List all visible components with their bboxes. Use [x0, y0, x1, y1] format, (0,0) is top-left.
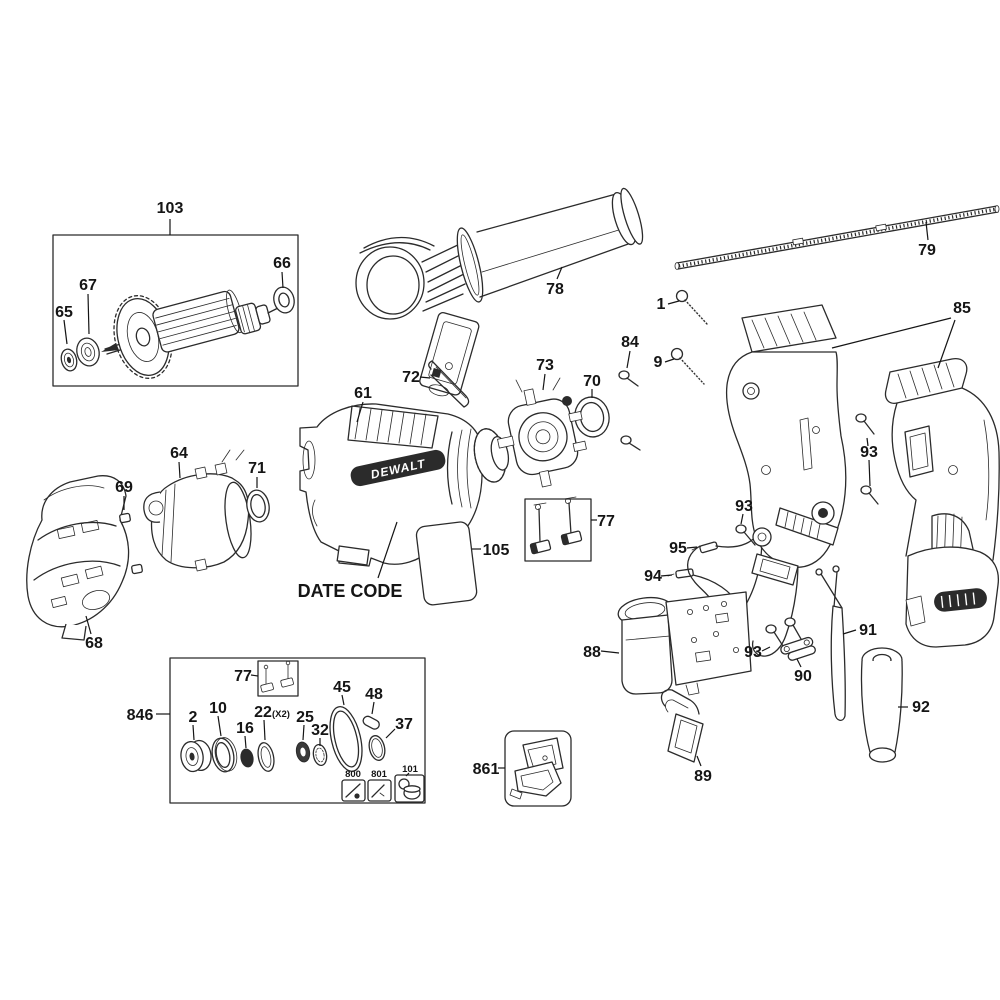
part-label-22-x2: (X2): [272, 709, 290, 720]
part-label-69: 69: [115, 479, 133, 496]
part-label-85: 85: [953, 300, 971, 317]
brush-set-box-77-drawing: 77: [524, 496, 615, 562]
depth-rod-drawing: 79: [674, 205, 1000, 270]
kit-seal-16-drawing: [240, 748, 254, 768]
clip-72-drawing: 72: [402, 360, 470, 408]
part-label-37: 37: [395, 716, 413, 733]
part-label-861: 861: [473, 761, 500, 778]
kit-item-801-drawing: 801: [367, 769, 392, 802]
part-label-32: 32: [311, 722, 329, 739]
kit-pin-48-drawing: [362, 715, 380, 730]
part-label-101: 101: [402, 764, 419, 775]
part-label-2: 2: [189, 709, 198, 726]
part-label-78: 78: [546, 281, 564, 298]
part-label-103: 103: [157, 200, 184, 217]
housing-85-label: 85: [831, 300, 971, 369]
fork-91-drawing: 91: [815, 565, 877, 721]
kit-item-800-drawing: 800: [341, 769, 366, 802]
kit-brush-box-77-drawing: 77: [234, 660, 299, 697]
screw-93-bottom-drawing: 93: [744, 617, 802, 661]
part-label-10: 10: [209, 700, 227, 717]
part-label-84: 84: [621, 334, 639, 351]
bearing-67-drawing: [76, 337, 100, 367]
belt-hook-89-drawing: 89: [660, 689, 712, 785]
part-label-105: 105: [483, 542, 510, 559]
part-label-95: 95: [669, 540, 687, 557]
bearing-66-drawing: [273, 286, 295, 314]
part-label-92: 92: [912, 699, 930, 716]
kit-oring-25-drawing: [295, 741, 311, 763]
kit-gasket-45-drawing: [329, 706, 363, 772]
part-label-88: 88: [583, 644, 601, 661]
part-label-61: 61: [354, 385, 372, 402]
part-label-70: 70: [583, 373, 601, 390]
part-label-1: 1: [657, 296, 666, 313]
housing-left-half-drawing: [725, 304, 847, 586]
part-label-25: 25: [296, 709, 314, 726]
housing-right-half-drawing: [884, 358, 1000, 648]
kit-bearing-2-drawing: [180, 739, 212, 773]
part-label-66: 66: [273, 255, 291, 272]
armature-core-drawing: [152, 289, 244, 353]
nameplate-105-drawing: 105: [415, 521, 509, 606]
part-label-846: 846: [127, 707, 154, 724]
part-label-89: 89: [694, 768, 712, 785]
kitbox-861-drawing: 861: [473, 730, 572, 807]
kit-ring-10-drawing: [211, 737, 238, 773]
part-label-800: 800: [345, 769, 361, 780]
part-label-71: 71: [248, 460, 266, 477]
part-label-91: 91: [859, 622, 877, 639]
part-label-93: 93: [860, 444, 878, 461]
motor-gearcase-drawing: DEWALT 61 DATE CODE: [298, 385, 510, 601]
part-label-90: 90: [794, 668, 812, 685]
switch-88-drawing: 88: [583, 591, 752, 696]
part-label-93: 93: [735, 498, 753, 515]
part-label-94: 94: [644, 568, 662, 585]
part-label-72: 72: [402, 369, 420, 386]
handle-bracket-drawing: [419, 311, 480, 397]
part-label-64: 64: [170, 445, 188, 462]
part-label-801: 801: [371, 769, 388, 780]
armature-assembly-box: 103 65 67: [52, 200, 299, 387]
brush-plate-73-drawing: 73: [497, 357, 587, 488]
ring-71-drawing: 71: [246, 460, 270, 523]
part-label-9: 9: [654, 354, 663, 371]
tube-92-drawing: 92: [860, 647, 930, 763]
part-label-93: 93: [744, 644, 762, 661]
commutator-drawing: [235, 302, 271, 335]
kit-item-101-drawing: 101: [394, 764, 425, 803]
washer-65-drawing: [60, 348, 78, 372]
end-housing-68-drawing: 68: [26, 475, 130, 652]
part-label-79: 79: [918, 242, 936, 259]
part-label-65: 65: [55, 304, 73, 321]
part-label-73: 73: [536, 357, 554, 374]
screw-93-right-drawing: 93: [855, 413, 879, 505]
screw-93-mid-drawing: 93: [735, 498, 756, 546]
ring-70-drawing: 70: [574, 373, 610, 438]
kit-washer-22-drawing: [257, 742, 275, 772]
part-label-77: 77: [597, 513, 615, 530]
screw-1-drawing: 1: [657, 289, 708, 325]
part-label-22: 22: [254, 704, 272, 721]
kit-oring-37-drawing: [368, 735, 386, 761]
service-kit-846-box: 846 77 2 10: [127, 657, 426, 804]
nut-69-drawing: 69: [115, 479, 143, 575]
side-handle-drawing: 78: [355, 187, 644, 397]
field-64-drawing: 64: [143, 445, 252, 572]
part-label-67: 67: [79, 277, 97, 294]
part-label-77: 77: [234, 668, 252, 685]
screw-9-drawing: 9: [654, 347, 705, 385]
part-label-48: 48: [365, 686, 383, 703]
part-label-68: 68: [85, 635, 103, 652]
part-label-16: 16: [236, 720, 254, 737]
screw-84-drawing: 84: [618, 334, 641, 451]
date-code-text: DATE CODE: [298, 581, 403, 601]
kit-washer-32-drawing: [312, 743, 328, 767]
part-label-45: 45: [333, 679, 351, 696]
link-90-drawing: 90: [780, 636, 816, 685]
